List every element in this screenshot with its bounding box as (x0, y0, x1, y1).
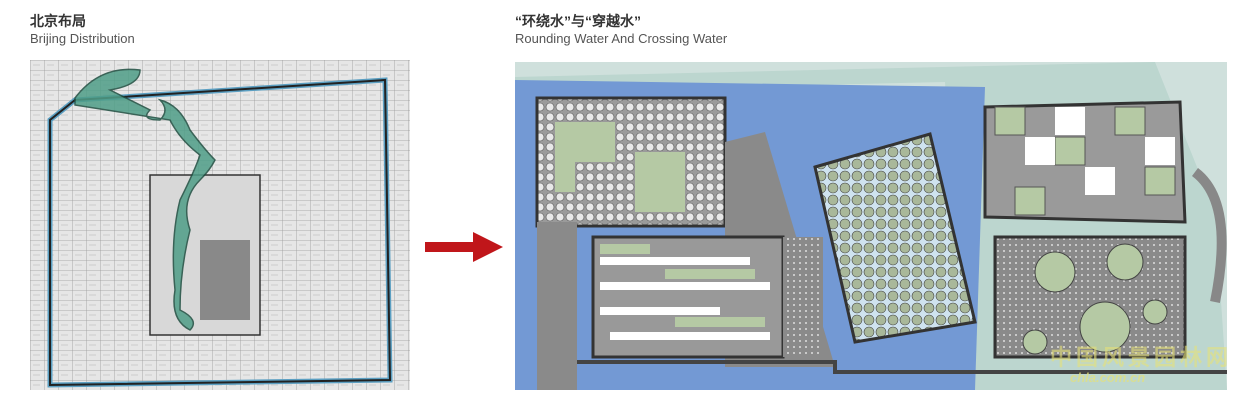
left-title-en: Brijing Distribution (30, 31, 135, 46)
left-title-zh: 北京布局 (30, 13, 86, 29)
watermark: 中国风景园林网 (1050, 345, 1233, 370)
site-plan (515, 62, 1227, 390)
right-title-zh: “环绕水”与“穿越水” (515, 13, 641, 29)
right-title-en: Rounding Water And Crossing Water (515, 31, 728, 46)
arrow-icon (425, 232, 503, 262)
beijing-map (30, 60, 410, 390)
watermark-url: chla.com.cn (1070, 370, 1146, 385)
water-system (74, 68, 216, 331)
